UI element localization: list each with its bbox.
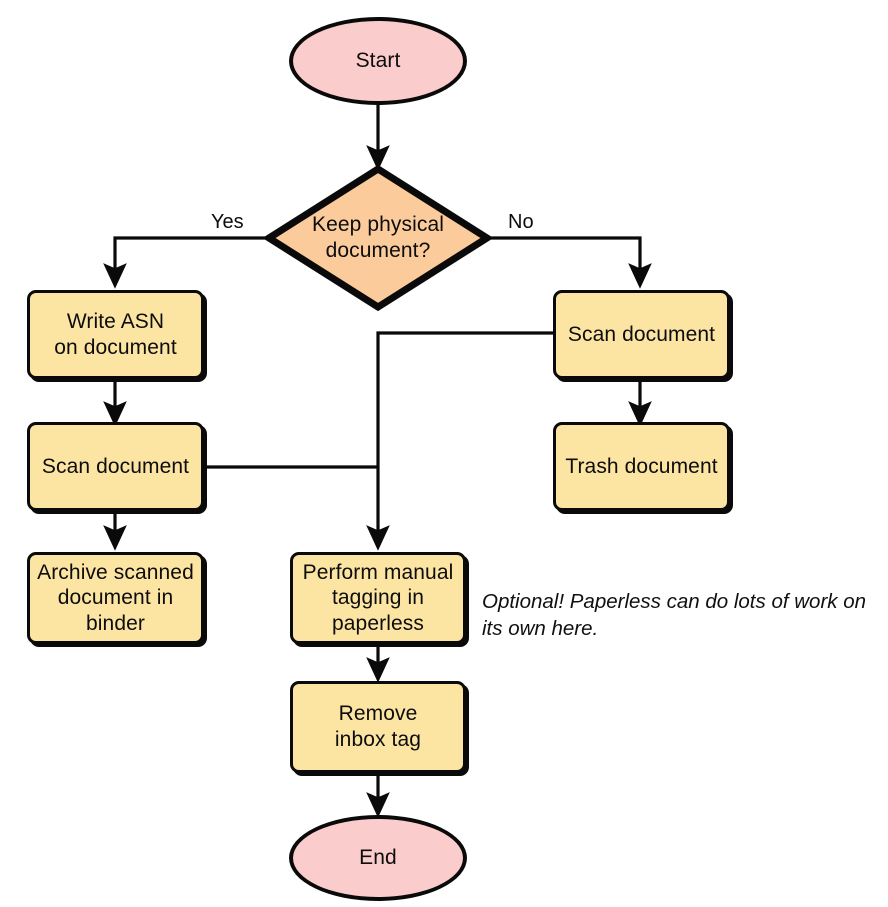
edge-decision-no-to-scan-right: [491, 236, 652, 289]
node-scan-document-left-label: Scan document: [41, 454, 190, 478]
node-decision-label: Keep physical document?: [311, 213, 445, 262]
diamond-shape: [265, 165, 491, 311]
edge-label-no: No: [508, 211, 534, 233]
node-end[interactable]: End: [289, 815, 467, 901]
node-write-asn-label: Write ASN on document: [54, 309, 177, 359]
node-tagging-label: Perform manual tagging in paperless: [302, 560, 454, 635]
node-write-asn-on-document[interactable]: Write ASN on document: [27, 290, 204, 379]
node-trash-document-label: Trash document: [565, 454, 718, 478]
node-archive-label: Archive scanned document in binder: [37, 560, 194, 635]
edge-label-yes: Yes: [211, 211, 244, 233]
node-perform-manual-tagging[interactable]: Perform manual tagging in paperless: [290, 552, 466, 644]
node-remove-inbox-label: Remove inbox tag: [334, 702, 422, 751]
node-start[interactable]: Start: [289, 17, 467, 105]
node-remove-inbox-tag[interactable]: Remove inbox tag: [290, 681, 466, 773]
node-archive-scanned-document[interactable]: Archive scanned document in binder: [27, 552, 204, 644]
node-end-label: End: [359, 846, 397, 870]
node-trash-document[interactable]: Trash document: [553, 422, 730, 511]
annotation-optional-note: Optional! Paperless can do lots of work …: [482, 590, 867, 641]
edge-decision-yes-to-write-asn: [103, 236, 265, 289]
node-start-label: Start: [355, 49, 401, 73]
node-scan-document-right[interactable]: Scan document: [553, 290, 730, 379]
node-scan-document-left[interactable]: Scan document: [27, 422, 204, 511]
edge-scan-right-to-tagging: [366, 331, 553, 551]
node-scan-document-right-label: Scan document: [567, 322, 716, 346]
node-decision-keep-physical-document[interactable]: Keep physical document?: [265, 165, 491, 311]
